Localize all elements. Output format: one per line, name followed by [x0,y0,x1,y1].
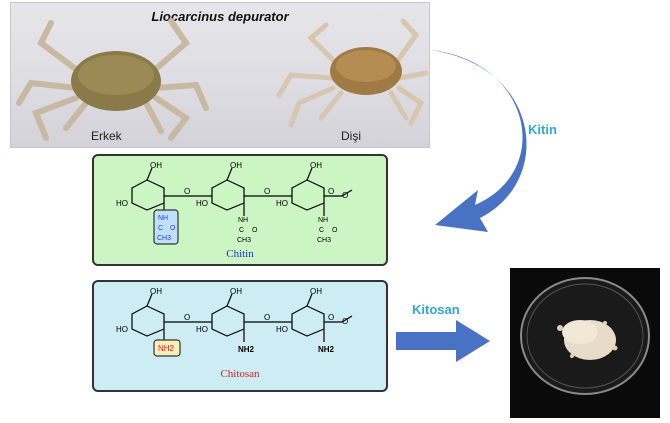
kitin-label: Kitin [528,122,557,137]
petri-dish [520,277,650,395]
cs-o-1: O [184,313,190,322]
oh-2: OH [230,161,242,170]
chitin-o-highlight: O [170,225,176,232]
chitin-c-3: C [319,227,324,234]
chitosan-powder-photo [510,268,660,418]
chitin-o-2: O [252,227,258,234]
male-label: Erkek [91,129,122,143]
chitin-ch3-2: CH3 [237,237,251,244]
chitin-panel: OH OH OH HO O HO O HO O O NH C O CH3 NH … [92,154,388,266]
chitin-ch3-3: CH3 [317,237,331,244]
chitosan-structure: OH OH OH HO O HO O HO O O NH2 NH2 NH2 [116,287,353,357]
female-crab [276,18,429,128]
cs-ho-2: HO [196,325,208,334]
ho-3: HO [276,199,288,208]
cs-oh-1: OH [150,287,162,296]
cs-ho-1: HO [116,325,128,334]
ho-2: HO [196,199,208,208]
chitosan-caption: Chitosan [220,368,260,380]
female-label: Dişi [341,129,361,143]
ho-1: HO [116,199,128,208]
cs-ho-3: HO [276,325,288,334]
chitin-o-3: O [332,227,338,234]
chitosan-panel: OH OH OH HO O HO O HO O O NH2 NH2 NH2 Ch… [92,280,388,392]
chitin-nh-3: NH [318,217,328,224]
chitosan-nh2-3: NH2 [318,345,335,354]
chitin-caption: Chitin [226,248,254,260]
cs-oh-3: OH [310,287,322,296]
cs-oh-2: OH [230,287,242,296]
o-4: O [342,191,348,200]
cs-o-4: O [342,317,348,326]
amine-highlight [153,339,181,357]
kitosan-label: Kitosan [412,302,460,317]
crab-photo: Liocarcinus depurator Erkek Dişi [10,2,430,148]
oh-1: OH [150,161,162,170]
species-name: Liocarcinus depurator [151,9,289,24]
o-2: O [264,187,270,196]
chitosan-nh2-2: NH2 [238,345,255,354]
kitin-arrow [430,50,527,232]
chitin-c-2: C [239,227,244,234]
acetamide-highlight [153,209,179,245]
chitin-ch3-highlight: CH3 [157,235,171,242]
chitosan-nh2-highlight: NH2 [158,344,175,353]
chitin-c-highlight: C [158,225,163,232]
chitin-nh-highlight: NH [158,215,168,222]
o-3: O [328,187,334,196]
o-1: O [184,187,190,196]
kitosan-arrow [396,320,490,362]
crab-illustration [16,18,429,141]
cs-o-3: O [328,313,334,322]
oh-3: OH [310,161,322,170]
cs-o-2: O [264,313,270,322]
male-crab [16,18,209,141]
chitin-nh-2: NH [238,217,248,224]
chitin-structure: OH OH OH HO O HO O HO O O NH C O CH3 NH … [116,161,353,245]
